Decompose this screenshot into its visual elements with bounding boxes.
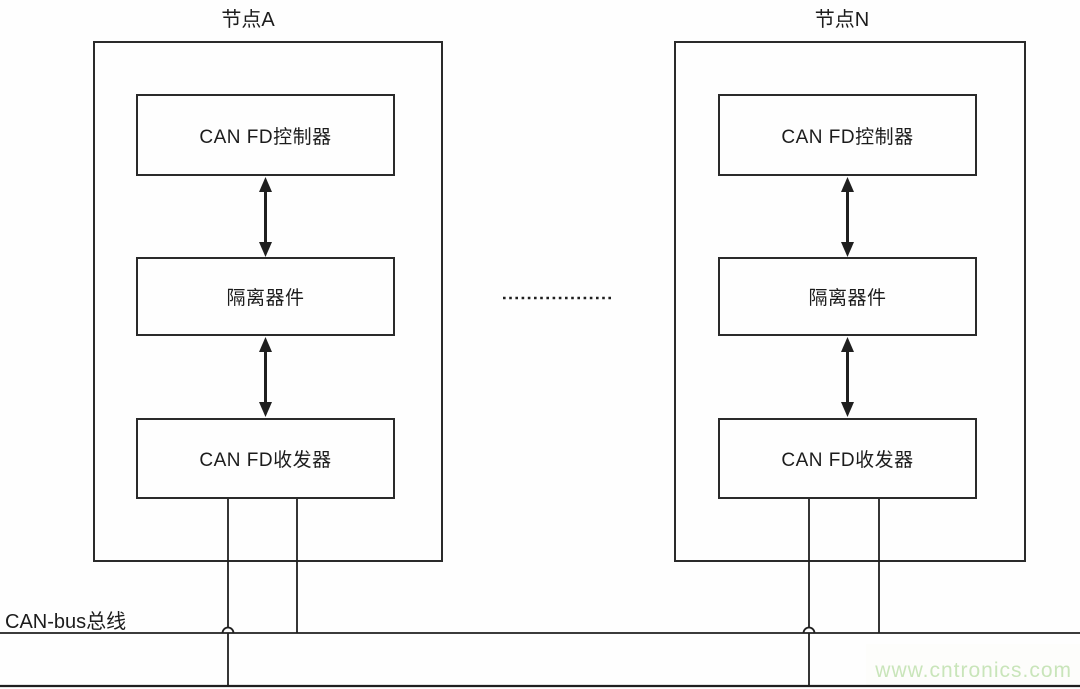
- node-a-title: 节点A: [221, 9, 275, 31]
- watermark-background: www.cntronics.com: [866, 644, 1080, 685]
- wire-hop-a: [221, 626, 235, 634]
- wire-hop-n: [802, 626, 816, 634]
- node-a-boundary: [93, 41, 443, 562]
- node-a-transceiver-block: CAN FD收发器: [136, 418, 395, 499]
- watermark-text: www.cntronics.com: [875, 659, 1072, 682]
- bus-label: CAN-bus总线: [5, 611, 127, 633]
- node-n-controller-block: CAN FD控制器: [718, 94, 977, 176]
- node-n-title: 节点N: [814, 9, 870, 31]
- node-a-isolator-block: 隔离器件: [136, 257, 395, 336]
- node-a-controller-block: CAN FD控制器: [136, 94, 395, 176]
- node-n-isolator-block: 隔离器件: [718, 257, 977, 336]
- node-n-boundary: [674, 41, 1026, 562]
- node-n-transceiver-block: CAN FD收发器: [718, 418, 977, 499]
